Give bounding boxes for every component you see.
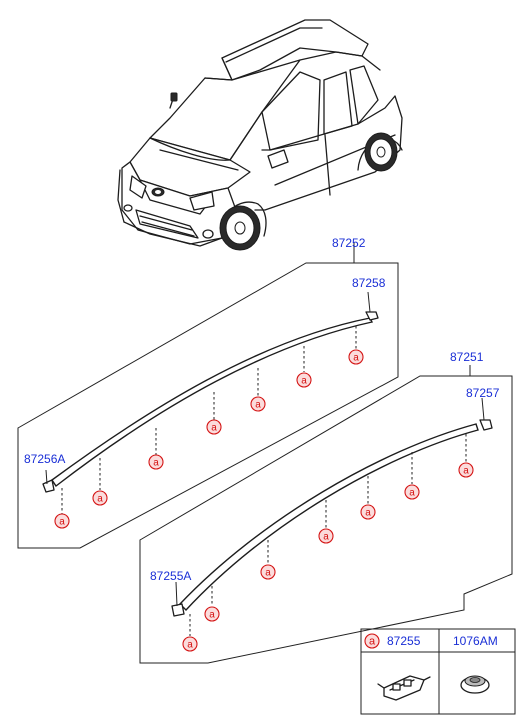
callout-label: a	[365, 508, 371, 519]
callout-marker	[360, 504, 376, 520]
callout-marker	[458, 462, 474, 478]
part-number-lower-group: 87251	[450, 350, 484, 364]
legend-callout-marker	[364, 633, 380, 649]
lower-roof-rail	[179, 423, 479, 612]
upper-start-clip	[42, 479, 55, 493]
callout-label: a	[353, 353, 359, 364]
callout-label: a	[153, 458, 159, 469]
grommet-part-image	[460, 675, 490, 694]
parts-legend: a 87255 1076AM	[360, 628, 516, 715]
lower-start-clip	[171, 603, 185, 617]
legend-marker-label: a	[369, 636, 376, 648]
callout-label: a	[463, 466, 469, 477]
callout-label: a	[265, 568, 271, 579]
car-illustration	[117, 19, 403, 251]
callout-label: a	[255, 400, 261, 411]
callout-label: a	[209, 610, 215, 621]
callout-label: a	[59, 517, 65, 528]
callout-marker	[250, 396, 266, 412]
callout-marker	[404, 484, 420, 500]
callout-marker	[260, 564, 276, 580]
upper-moulding-group: a a a a a a a 87252 87258 87256A	[17, 236, 399, 549]
callout-marker	[206, 419, 222, 435]
lower-end-clip	[479, 419, 493, 431]
lower-moulding-group: a a a a a a a 87251 87257 87255A	[139, 350, 513, 664]
callout-marker	[318, 528, 334, 544]
part-number-lower-end-clip: 87257	[466, 386, 500, 400]
part-number-upper-group: 87252	[332, 236, 366, 250]
callout-label: a	[323, 532, 329, 543]
callout-marker	[296, 372, 312, 388]
callout-marker	[54, 513, 70, 529]
callout-marker	[182, 636, 198, 652]
part-number-lower-start-clip: 87255A	[150, 569, 191, 583]
callout-label: a	[97, 494, 103, 505]
upper-roof-rail	[51, 317, 374, 488]
callout-marker	[348, 349, 364, 365]
callout-label: a	[301, 376, 307, 387]
callout-marker	[204, 606, 220, 622]
callout-marker	[92, 490, 108, 506]
callout-label: a	[211, 423, 217, 434]
part-number-upper-start-clip: 87256A	[24, 452, 65, 466]
legend-part-b: 1076AM	[453, 634, 498, 648]
upper-end-clip	[365, 311, 379, 321]
callout-label: a	[409, 488, 415, 499]
clip-part-image	[377, 675, 431, 701]
callout-marker	[148, 454, 164, 470]
callout-label: a	[187, 640, 193, 651]
legend-part-a: 87255	[387, 634, 421, 648]
part-number-upper-end-clip: 87258	[352, 276, 386, 290]
